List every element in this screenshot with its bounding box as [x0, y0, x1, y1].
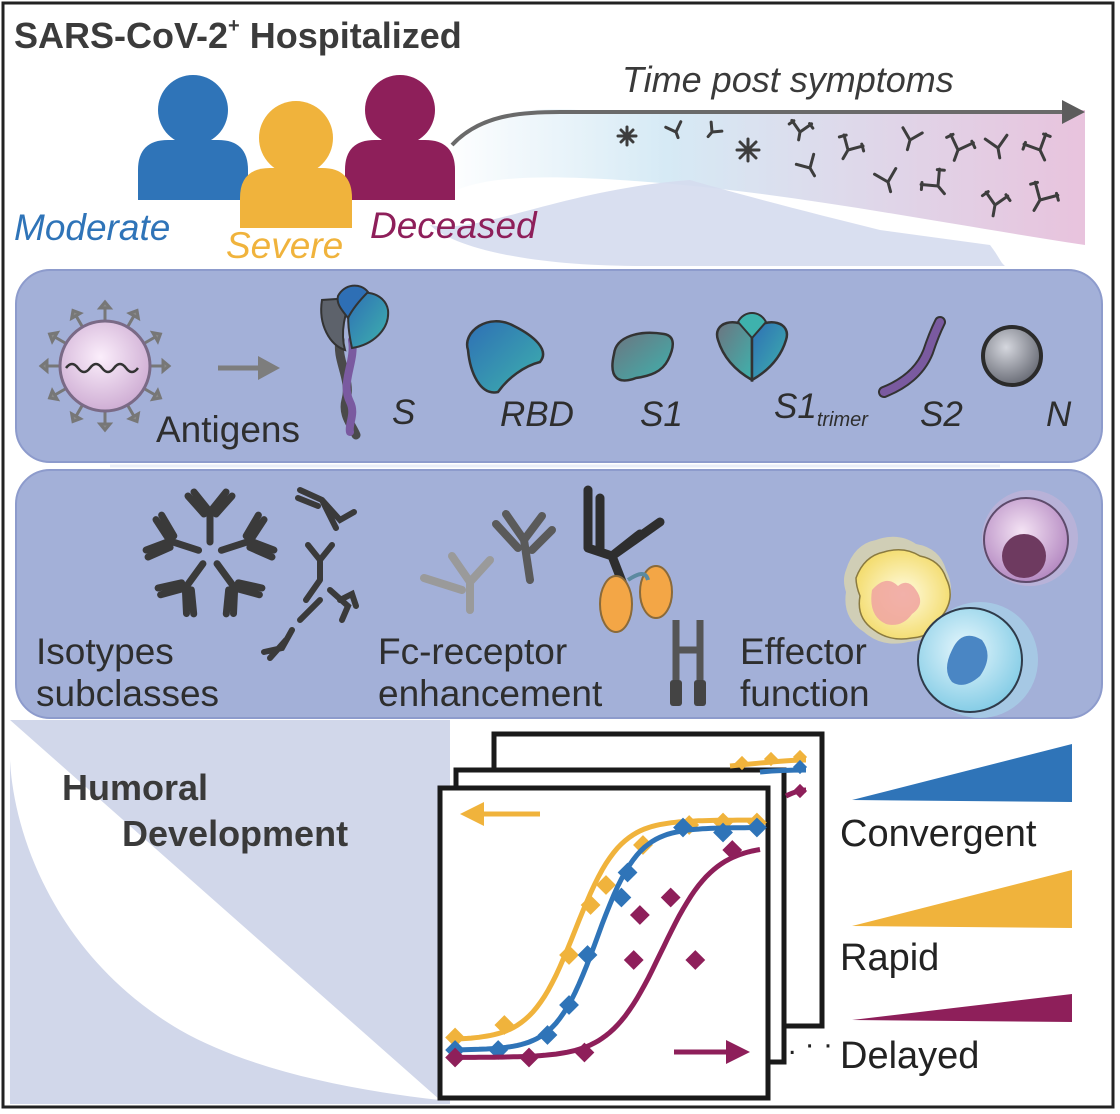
curve-severe-marker: [445, 1027, 465, 1048]
antigen-label-s2: S2: [920, 395, 963, 434]
rbd-icon: [465, 320, 545, 394]
ellipsis-dots: . · ·: [788, 1028, 833, 1061]
isotypes-line-1: Isotypes: [36, 631, 174, 672]
curve-moderate-marker: [617, 862, 638, 883]
fc-line-1: Fc-receptor: [378, 631, 567, 672]
curve-moderate-marker: [559, 995, 579, 1015]
legend-wedge-convergent: [852, 744, 1072, 802]
patient-severe-icon: [240, 101, 352, 228]
curve-deceased-marker: [574, 1042, 595, 1063]
spike-s-icon: [320, 284, 390, 440]
fc-antibodies-icon: [420, 485, 665, 614]
s1-icon: [611, 331, 674, 382]
antigen-label-rbd: RBD: [500, 395, 574, 434]
legend-label-delayed: Delayed: [840, 1035, 979, 1077]
curve-moderate-marker: [577, 945, 598, 965]
group-label-deceased: Deceased: [370, 205, 538, 246]
timeline-wedge: [440, 109, 1085, 245]
curve-severe-marker: [494, 1015, 515, 1035]
effector-cells-icon: [844, 490, 1078, 718]
legend-label-convergent: Convergent: [840, 813, 1037, 855]
curve-deceased-marker: [623, 950, 644, 970]
group-label-moderate: Moderate: [14, 207, 170, 248]
timeline-antibodies: [616, 118, 1060, 218]
timeline-arrow-head: [1062, 100, 1085, 124]
curve-deceased-marker: [519, 1047, 539, 1068]
curve-severe-marker: [580, 895, 601, 915]
curve-severe-marker: [596, 875, 616, 895]
antigens-heading: Antigens: [156, 409, 300, 450]
legend-wedge-rapid: [852, 870, 1072, 928]
effector-line-1: Effector: [740, 631, 867, 672]
igm-pentamer-icon: [142, 488, 278, 618]
patient-deceased-icon: [345, 75, 455, 200]
left-arrow-icon: [460, 802, 484, 826]
antigen-label-s: S: [392, 393, 415, 432]
right-arrow-icon: [726, 1040, 750, 1064]
humoral-line-2: Development: [122, 813, 348, 854]
curve-moderate-marker: [713, 822, 733, 843]
curve-deceased-marker: [722, 840, 743, 860]
s1-trimer-icon: [715, 312, 789, 383]
s2-icon-fill: [880, 318, 944, 396]
timeline-label: Time post symptoms: [622, 59, 954, 100]
antigen-label-s1: S1: [640, 395, 683, 434]
nucleocapsid-icon: [981, 325, 1043, 387]
curve-moderate-marker: [673, 817, 693, 838]
curve-moderate-marker: [537, 1025, 558, 1045]
arrow-right-head-icon: [258, 356, 280, 380]
curve-deceased-marker: [685, 950, 706, 970]
sigmoid-chart: [445, 812, 767, 1068]
isotypes-line-2: subclasses: [36, 673, 219, 714]
patient-moderate-icon: [138, 75, 248, 200]
curve-severe-marker: [559, 945, 579, 965]
fc-line-2: enhancement: [378, 673, 603, 714]
legend-wedge-delayed: [852, 994, 1072, 1022]
curve-moderate-marker: [611, 887, 632, 908]
back-card-markers: [734, 749, 808, 799]
features-panel: [15, 469, 1103, 719]
fc-receptor-icon: [599, 565, 706, 706]
curve-deceased: [452, 847, 761, 1060]
curve-severe-marker: [633, 835, 653, 855]
antigens-panel: [15, 269, 1103, 463]
antigen-label-s1-trimer: S1trimer: [774, 387, 869, 431]
timeline-arrow-line: [450, 110, 1062, 147]
sars-cov-2-virus-icon: [38, 299, 172, 433]
page-title: SARS-CoV-2+ Hospitalized: [14, 15, 462, 56]
humoral-backdrop: [10, 720, 450, 1104]
humoral-line-1: Humoral: [62, 767, 208, 808]
legend-label-rapid: Rapid: [840, 937, 939, 979]
curve-deceased-marker: [660, 887, 681, 908]
curve-deceased-marker: [445, 1047, 465, 1068]
antigen-label-n: N: [1046, 395, 1072, 434]
curve-deceased-marker: [629, 905, 650, 925]
effector-line-2: function: [740, 673, 870, 714]
timeline-swoosh: [430, 180, 1005, 266]
curve-moderate-marker: [747, 817, 767, 838]
group-label-severe: Severe: [226, 225, 343, 266]
iga-dimer-icon: [261, 487, 359, 661]
